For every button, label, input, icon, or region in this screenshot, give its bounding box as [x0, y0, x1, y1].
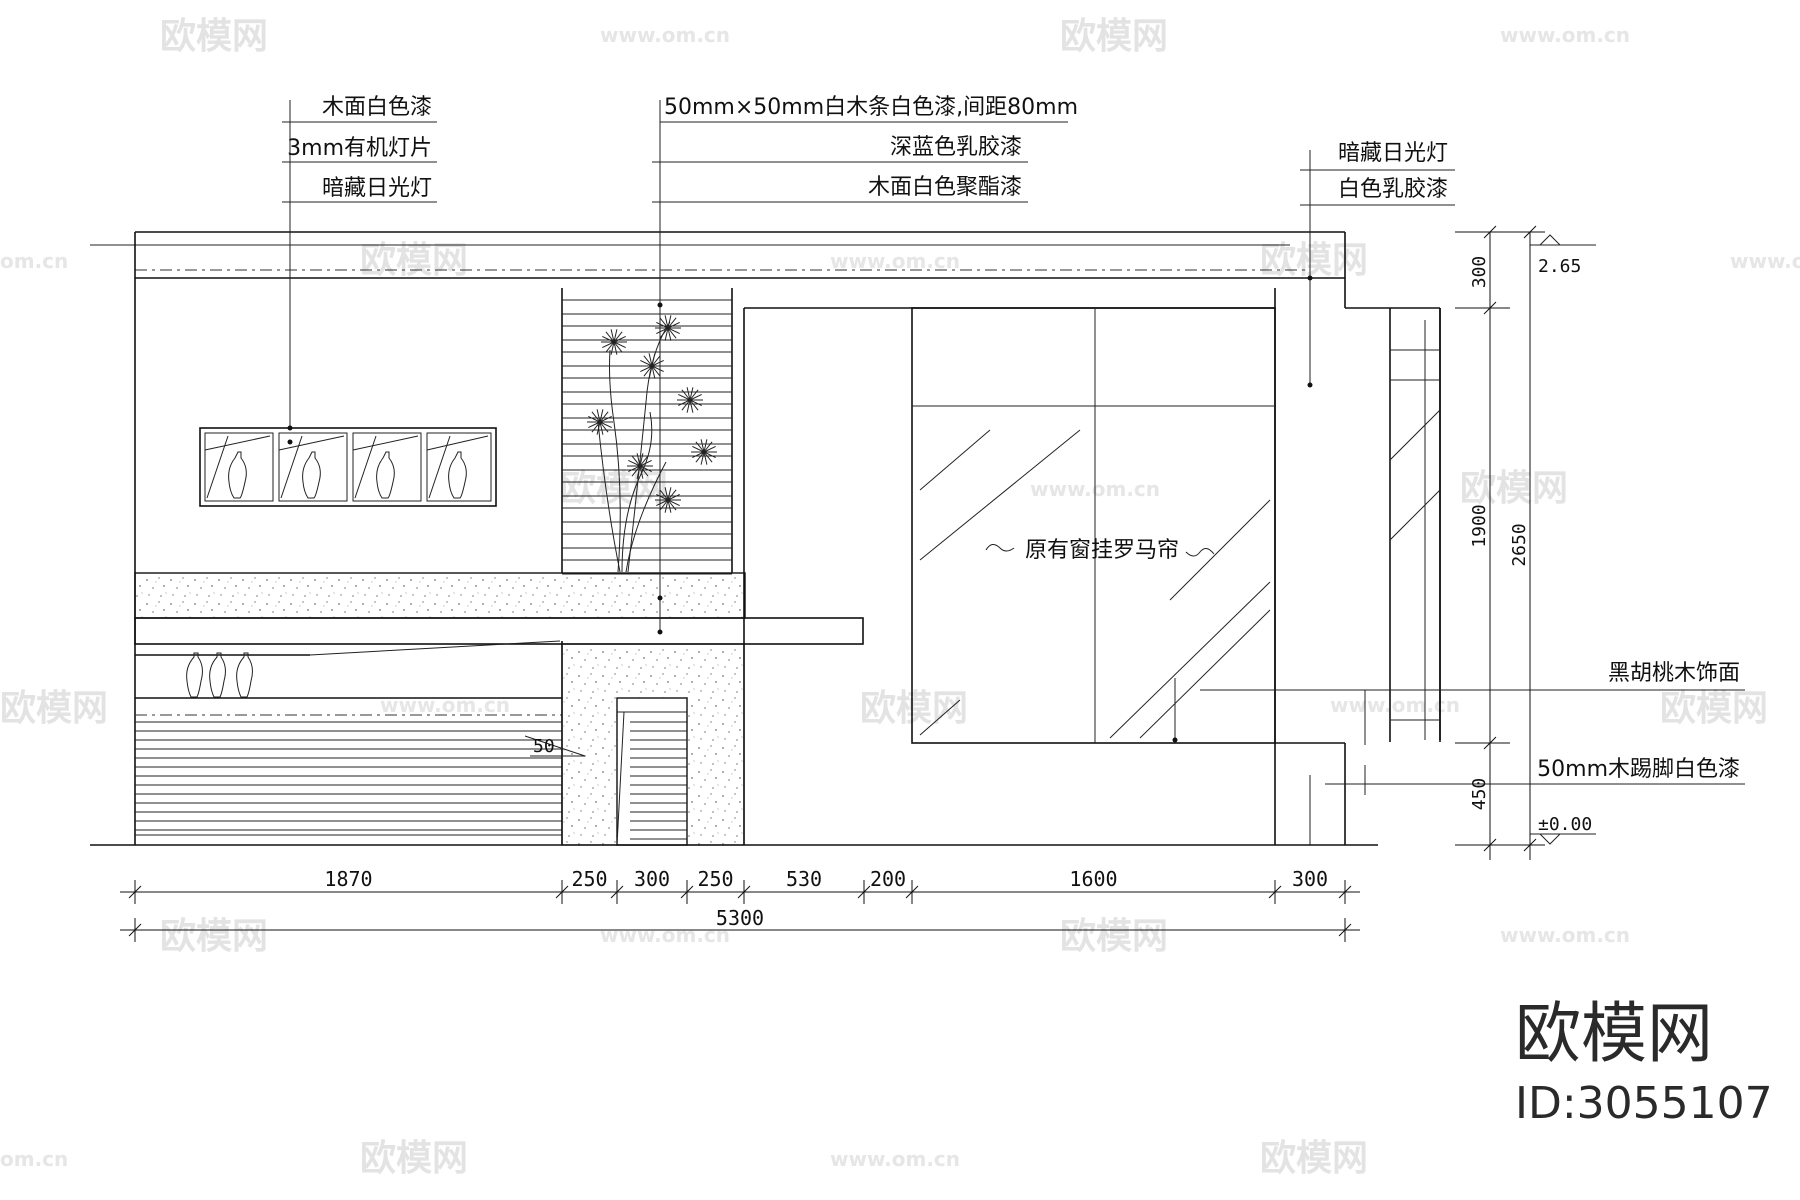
watermark-brand: 欧模网 [1060, 16, 1168, 57]
note-wood-white-paint: 木面白色漆 [322, 95, 432, 120]
leader-lines [282, 100, 1745, 795]
watermark-brand: 欧模网 [160, 916, 268, 957]
ceiling-band [90, 231, 1441, 845]
watermark-brand: 欧模网 [160, 16, 268, 57]
watermark-brand: 欧模网 [0, 688, 108, 729]
watermark-url: www.om.cn [830, 249, 960, 273]
dim-h-segment: 1870 [324, 867, 372, 891]
dim-h-segment: 530 [786, 867, 822, 891]
plant-leaf-burst [655, 487, 681, 513]
note-hidden-light-left: 暗藏日光灯 [322, 176, 432, 201]
stone-pillar [561, 618, 745, 846]
counter-top [134, 572, 864, 645]
dim-v-450: 450 [1469, 778, 1490, 811]
watermark-brand: 欧模网 [360, 240, 468, 281]
note-polyester-paint: 木面白色聚酯漆 [868, 175, 1022, 200]
window [911, 307, 1276, 744]
horizontal-dimensions: 1870 250 300 250 530 200 1600 300 5300 [120, 867, 1360, 942]
watermark-brand: 欧模网 [1460, 468, 1568, 509]
dim-h-total: 5300 [716, 906, 764, 930]
dim-h-segment: 1600 [1069, 867, 1117, 891]
watermark-brand: 欧模网 [1660, 688, 1768, 729]
low-cabinet [135, 640, 563, 845]
brand-id: ID:3055107 [1515, 1078, 1773, 1129]
watermark-brand: 欧模网 [1060, 916, 1168, 957]
level-floor: ±0.00 [1538, 814, 1592, 835]
watermark-brand: 欧模网 [860, 688, 968, 729]
note-window-curtain: 原有窗挂罗马帘 [1025, 538, 1179, 563]
watermark-brand: 欧模网 [560, 468, 668, 509]
vase-icon [186, 652, 253, 698]
watermark-url: om.cn [0, 249, 68, 273]
note-hidden-light-right: 暗藏日光灯 [1338, 141, 1448, 166]
plant-leaf-burst [691, 439, 717, 465]
plant-leaf-burst [677, 387, 703, 413]
display-niche [199, 427, 497, 507]
watermark-url: om.cn [0, 1147, 68, 1171]
vase-icon [228, 451, 467, 499]
plant-leaf-burst [601, 329, 627, 355]
dim-v-300: 300 [1469, 256, 1490, 289]
watermark-brand: 欧模网 [360, 1138, 468, 1179]
slat-panel [561, 288, 733, 575]
corner-brand: 欧模网 ID:3055107 [1515, 995, 1773, 1129]
watermark-url: www.om.cn [1500, 23, 1630, 47]
note-small-dim: 50 [533, 736, 555, 757]
note-dark-blue-paint: 深蓝色乳胶漆 [890, 135, 1022, 160]
watermark-url: www.om.cn [1500, 923, 1630, 947]
watermark-url: www.om.cn [600, 23, 730, 47]
dim-h-segment: 250 [571, 867, 607, 891]
watermark-url: www.om.cn [1330, 693, 1460, 717]
dim-v-2650: 2650 [1509, 523, 1530, 566]
note-wood-strips: 50mm×50mm白木条白色漆,间距80mm [664, 95, 1078, 120]
watermark-url: www.om.cn [1730, 249, 1800, 273]
plant-leaf-burst [587, 409, 613, 435]
brand-logo-text: 欧模网 [1515, 995, 1713, 1072]
watermark-brand: 欧模网 [1260, 240, 1368, 281]
watermark-url: www.om.cn [830, 1147, 960, 1171]
floor-line [90, 834, 1378, 846]
note-walnut-veneer: 黑胡桃木饰面 [1608, 661, 1740, 686]
plant-leaf-burst [655, 315, 681, 341]
dim-h-segment: 300 [634, 867, 670, 891]
dim-h-segment: 250 [697, 867, 733, 891]
note-white-latex-paint: 白色乳胶漆 [1338, 177, 1448, 202]
level-top: 2.65 [1538, 256, 1581, 277]
watermark-url: www.om.cn [600, 923, 730, 947]
plant-leaf-burst [639, 353, 665, 379]
watermark-layer: 欧模网欧模网欧模网欧模网欧模网欧模网欧模网欧模网欧模网欧模网欧模网欧模网欧模网w… [0, 16, 1800, 1179]
watermark-brand: 欧模网 [1260, 1138, 1368, 1179]
side-section [1275, 308, 1441, 845]
vertical-dimensions: 300 1900 450 2650 [1455, 225, 1545, 860]
plant-icon [587, 315, 717, 573]
note-skirting: 50mm木踢脚白色漆 [1537, 757, 1740, 782]
note-acrylic-panel: 3mm有机灯片 [287, 136, 432, 161]
level-markers: 2.65 ±0.00 [1530, 234, 1596, 845]
dim-h-segment: 200 [870, 867, 906, 891]
annotation-labels: 木面白色漆 3mm有机灯片 暗藏日光灯 50mm×50mm白木条白色漆,间距80… [287, 95, 1740, 782]
watermark-url: www.om.cn [380, 693, 510, 717]
right-wall [743, 288, 1276, 845]
plant-leaf-burst [627, 453, 653, 479]
dim-v-1900: 1900 [1469, 504, 1490, 547]
dim-h-segment: 300 [1292, 867, 1328, 891]
